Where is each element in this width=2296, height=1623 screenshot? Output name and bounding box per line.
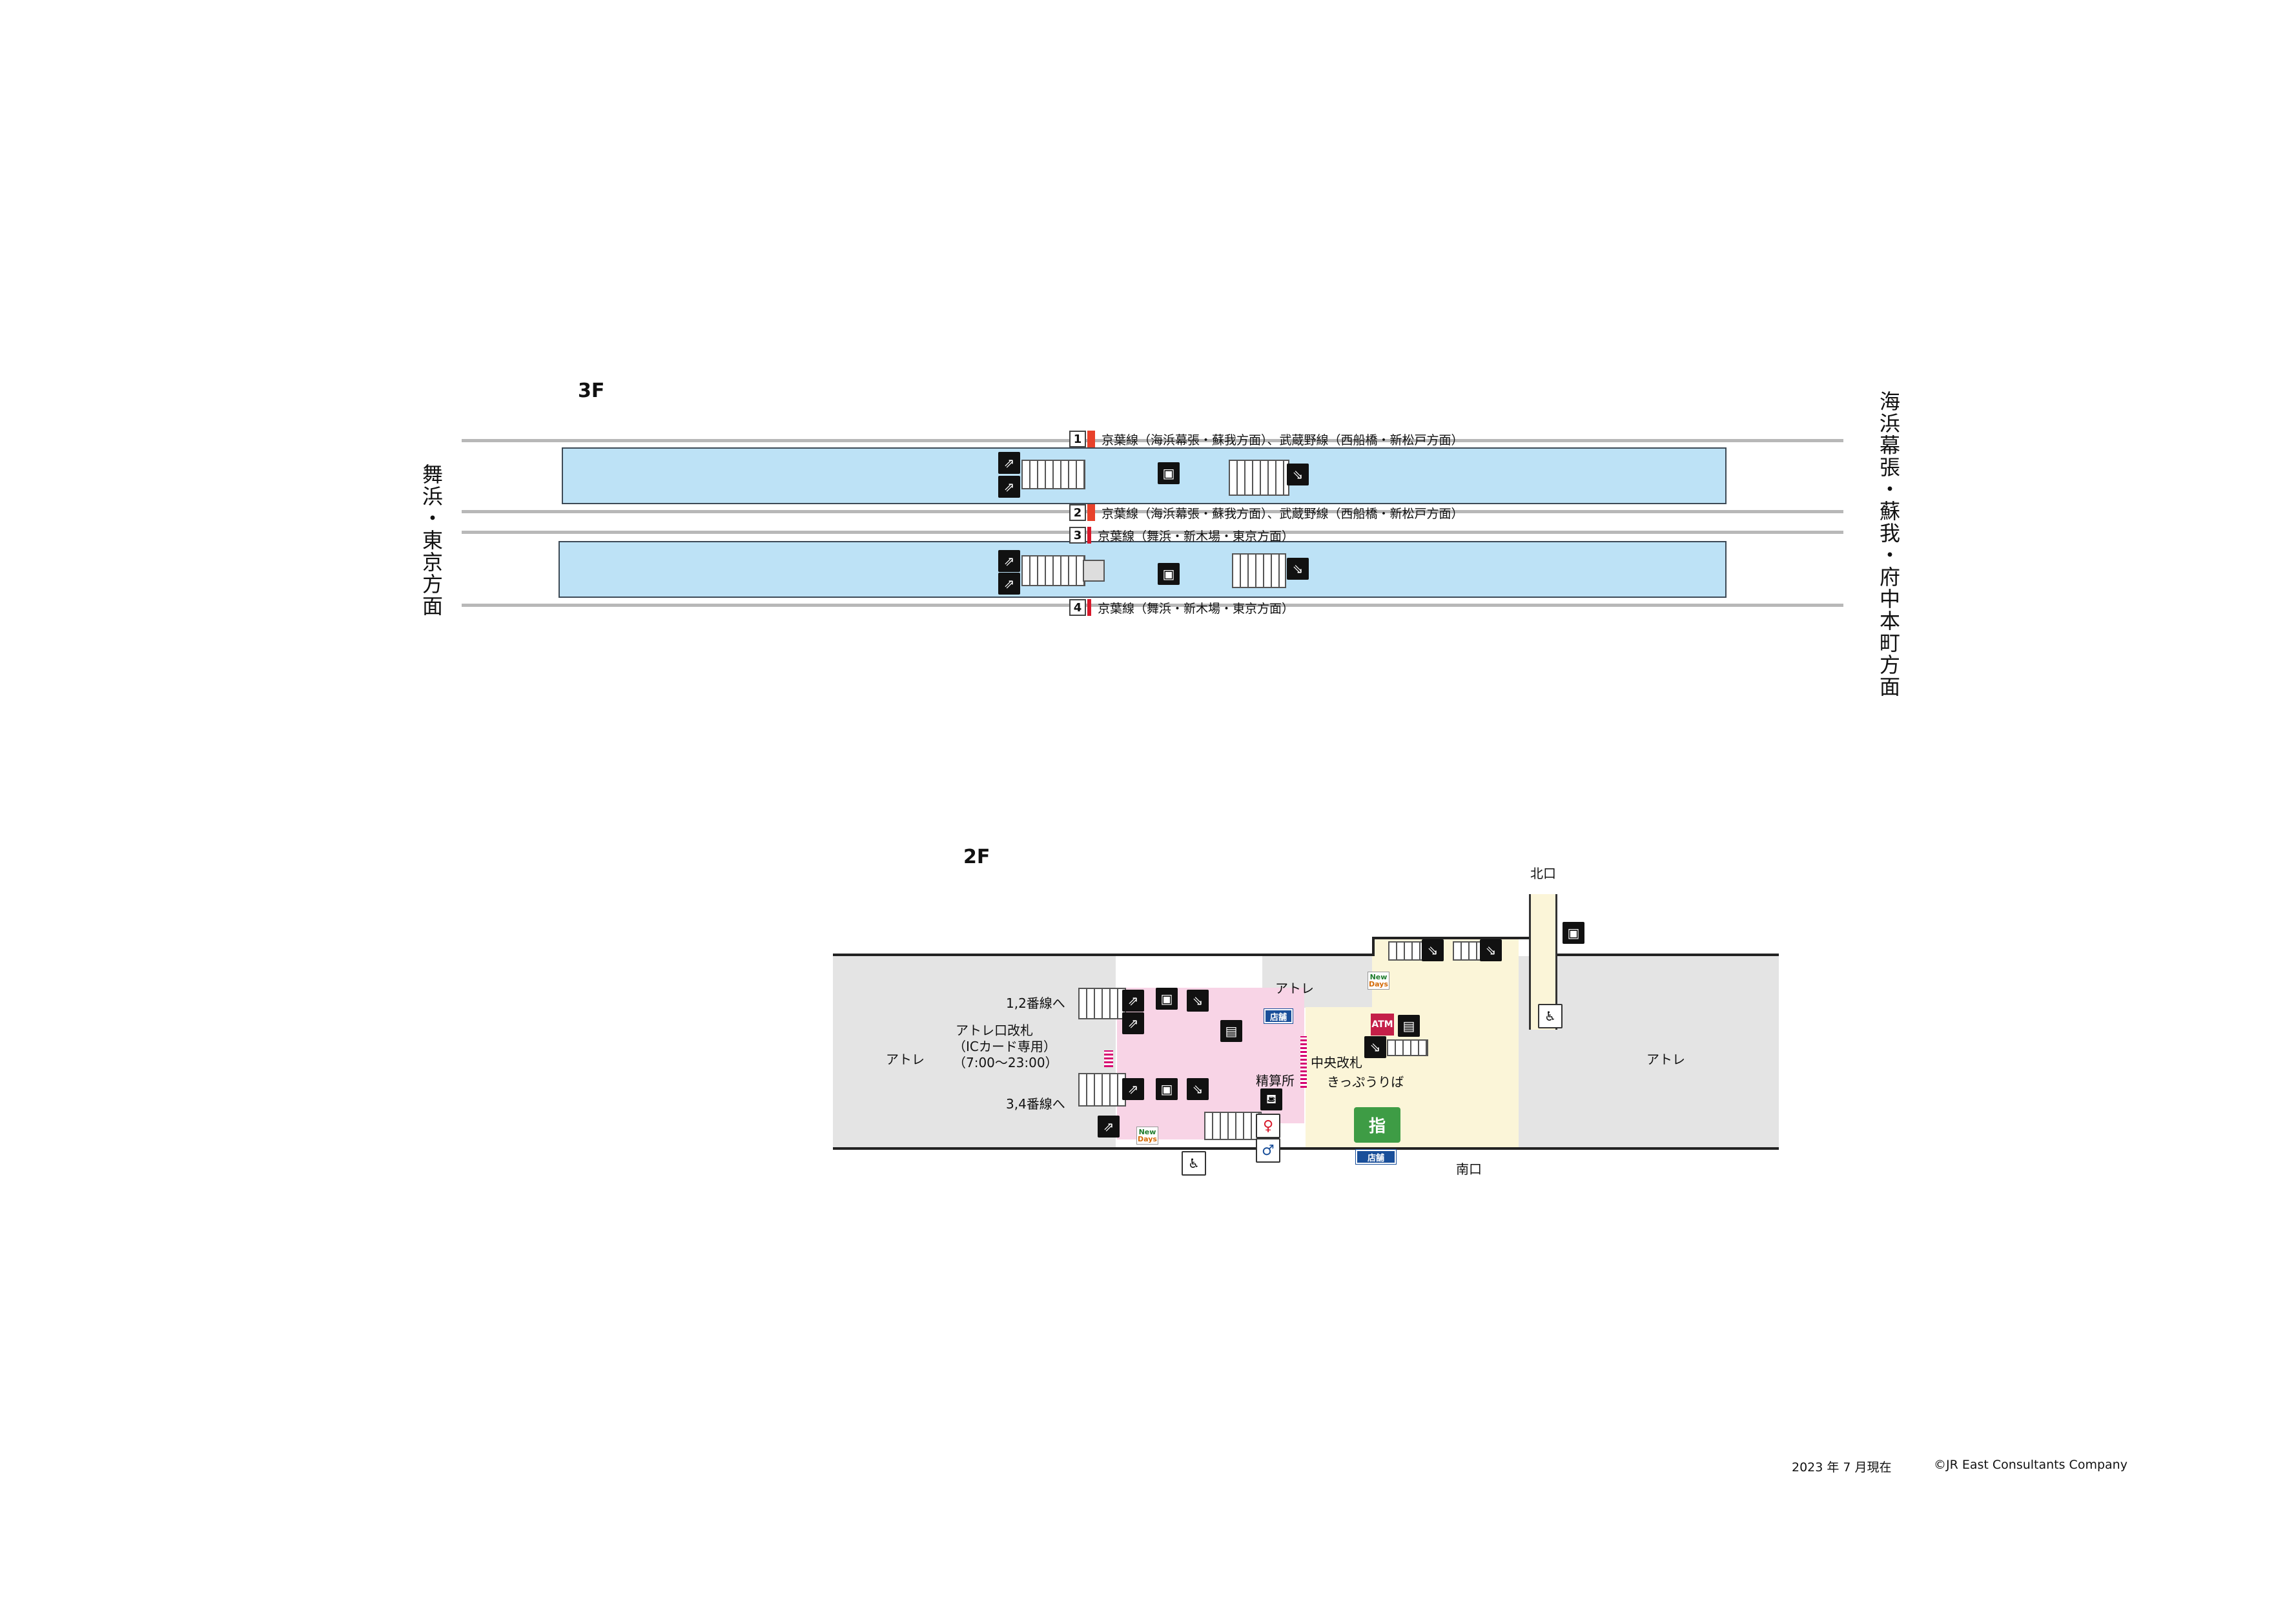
ticket-office-label: きっぷうりば	[1327, 1074, 1404, 1090]
east-direction-label: 海浜幕張・蘇我・府中本町方面	[1876, 391, 1901, 698]
track-number-3: 3	[1069, 527, 1086, 544]
central-gate-marker	[1300, 1036, 1307, 1088]
escalator-icon: ⇗	[1122, 990, 1144, 1012]
date-note: 2023 年 7 月現在	[1792, 1460, 1892, 1475]
floor-3f-label: 3F	[578, 380, 605, 402]
atre-gate-label-1: アトレ口改札	[956, 1023, 1033, 1038]
track-color-3	[1087, 527, 1091, 544]
corridor-top-wall-right	[1556, 954, 1779, 956]
atre-west-label: アトレ	[886, 1052, 925, 1067]
track-line-4	[462, 604, 1843, 607]
stairs-east-lower	[1232, 553, 1286, 588]
nursing-icon: ⛾	[1260, 1088, 1282, 1110]
shop-badge-1: 店舗	[1264, 1008, 1293, 1024]
north-building-wall-left	[1372, 937, 1375, 956]
track-line-2	[462, 510, 1843, 513]
escalator-icon: ⇘	[1480, 939, 1502, 961]
newdays-south-label-1: New	[1138, 1128, 1156, 1136]
track-text-4: 京葉線（舞浜・新木場・東京方面）	[1098, 601, 1295, 616]
atre-east-label: アトレ	[1646, 1052, 1685, 1067]
track-color-2	[1087, 504, 1095, 521]
track-text-3: 京葉線（舞浜・新木場・東京方面）	[1098, 529, 1295, 544]
escalator-icon: ⇗	[1122, 1078, 1144, 1100]
elevator-icon: ▣	[1158, 462, 1180, 484]
atre-gate-label-2: （ICカード専用）	[953, 1039, 1056, 1054]
platform-1-2	[562, 447, 1727, 504]
escalator-icon: ⇗	[998, 573, 1020, 595]
escalator-icon: ⇘	[1364, 1036, 1386, 1058]
atre-gate-marker	[1104, 1050, 1113, 1067]
elevator-icon: ▣	[1156, 1078, 1178, 1100]
escalator-icon: ⇘	[1187, 1078, 1209, 1100]
atre-west-area	[833, 956, 1116, 1147]
floor-2f-label: 2F	[963, 846, 990, 868]
north-exit-label: 北口	[1530, 866, 1556, 881]
corridor-bottom-wall	[833, 1147, 1779, 1150]
to-platform-34-label: 3,4番線へ	[1006, 1096, 1065, 1112]
escalator-icon: ⇗	[1122, 1012, 1144, 1034]
stairs-west-lower	[1021, 555, 1085, 586]
atre-north-label: アトレ	[1275, 981, 1314, 996]
atre-gate-label-3: （7:00～23:00）	[953, 1055, 1058, 1070]
central-gate-label: 中央改札	[1311, 1055, 1362, 1070]
escalator-icon: ⇗	[1098, 1116, 1120, 1138]
reserved-ticket-label: 指	[1368, 1117, 1386, 1136]
track-label-1: 1 京葉線（海浜幕張・蘇我方面）、武蔵野線（西船橋・新松戸方面）	[1069, 431, 1464, 447]
toilet-icon: ♀	[1256, 1114, 1280, 1138]
track-color-1	[1087, 431, 1095, 447]
atm-icon: ATM	[1371, 1014, 1394, 1036]
stairs-landing	[1083, 560, 1105, 582]
stairs-west-upper	[1021, 460, 1085, 489]
track-color-4	[1087, 599, 1091, 616]
escalator-icon: ⇘	[1422, 939, 1444, 961]
track-number-4: 4	[1069, 599, 1086, 616]
elevator-icon: ▣	[1158, 563, 1180, 585]
wheelchair-icon: ♿	[1182, 1151, 1206, 1176]
track-text-1: 京葉線（海浜幕張・蘇我方面）、武蔵野線（西船橋・新松戸方面）	[1102, 433, 1464, 447]
track-text-2: 京葉線（海浜幕張・蘇我方面）、武蔵野線（西船橋・新松戸方面）	[1102, 506, 1464, 521]
copyright-note: ©JR East Consultants Company	[1934, 1458, 2127, 1472]
escalator-icon: ⇗	[998, 550, 1020, 572]
ticket-machine-icon: ▤	[1398, 1015, 1420, 1037]
track-number-2: 2	[1069, 504, 1086, 521]
track-label-3: 3 京葉線（舞浜・新木場・東京方面）	[1069, 527, 1294, 544]
newdays-south-label-2: Days	[1138, 1135, 1157, 1143]
elevator-icon: ▣	[1156, 988, 1178, 1010]
wheelchair-icon: ♿	[1538, 1004, 1563, 1028]
escalator-icon: ⇘	[1287, 558, 1309, 580]
escalator-icon: ⇗	[998, 476, 1020, 498]
west-direction-label: 舞浜・東京方面	[419, 464, 444, 617]
stairs-to-12-upper	[1078, 988, 1126, 1019]
ticket-machine-icon: ▤	[1220, 1020, 1242, 1042]
track-number-1: 1	[1069, 431, 1086, 447]
escalator-icon: ⇗	[998, 452, 1020, 474]
stairs-east-upper	[1229, 460, 1289, 496]
reserved-ticket-office: 指	[1354, 1107, 1400, 1143]
escalator-icon: ⇘	[1187, 990, 1209, 1012]
stairs-central	[1387, 1039, 1428, 1056]
corridor-top-wall	[833, 954, 1398, 956]
toilet-icon: ♂	[1256, 1138, 1280, 1163]
south-exit-label: 南口	[1456, 1161, 1482, 1177]
stairs-to-34-lower	[1078, 1073, 1126, 1107]
newdays-north-label-1: New	[1369, 973, 1388, 981]
track-label-4: 4 京葉線（舞浜・新木場・東京方面）	[1069, 599, 1294, 616]
elevator-icon: ▣	[1563, 922, 1584, 944]
newdays-shop-north: New Days	[1368, 972, 1389, 990]
atre-east-area	[1519, 956, 1779, 1147]
track-label-2: 2 京葉線（海浜幕張・蘇我方面）、武蔵野線（西船橋・新松戸方面）	[1069, 504, 1464, 521]
platform-3-4	[559, 541, 1727, 598]
north-building-wall	[1374, 937, 1529, 939]
track-line-1	[462, 439, 1843, 442]
to-platform-12-label: 1,2番線へ	[1006, 995, 1065, 1011]
stairs-bottom	[1204, 1112, 1262, 1140]
shop-badge-2: 店舗	[1355, 1149, 1397, 1165]
fare-adjust-label: 精算所	[1256, 1073, 1295, 1088]
escalator-icon: ⇘	[1287, 464, 1309, 485]
track-line-3	[462, 531, 1843, 534]
newdays-north-label-2: Days	[1369, 980, 1388, 988]
newdays-shop-south: New Days	[1136, 1127, 1158, 1145]
stairs-north-right	[1453, 941, 1481, 961]
